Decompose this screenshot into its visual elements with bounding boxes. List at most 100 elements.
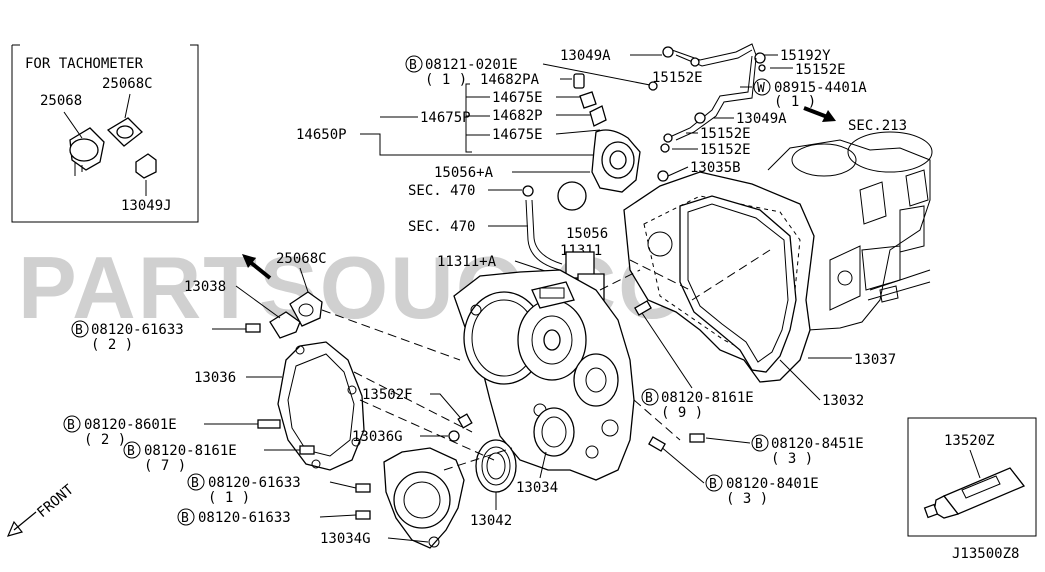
gasket-13032 [679, 195, 797, 373]
label-25068C-inset[interactable]: 25068C [102, 76, 153, 92]
label-13049J-inset[interactable]: 13049J [121, 198, 172, 214]
label-13042[interactable]: 13042 [470, 513, 512, 529]
diagram-code: J13500Z8 [952, 546, 1019, 562]
label-25068-inset[interactable]: 25068 [40, 93, 82, 109]
bolt-icon [355, 510, 371, 520]
label-13034G[interactable]: 13034G [320, 531, 371, 547]
center-labels: 13502F 13036G 13034 13042 B 08120-8161E … [352, 300, 896, 529]
bolt-marker-icon [405, 55, 423, 73]
label-13036G[interactable]: 13036G [352, 429, 403, 445]
label-08120-8401E[interactable]: 08120-8401E [726, 476, 819, 492]
label-13034[interactable]: 13034 [516, 480, 558, 496]
label-15056A[interactable]: 15056+A [434, 165, 494, 181]
bolt-marker-text: B [755, 437, 763, 452]
label-SEC470-b[interactable]: SEC. 470 [408, 219, 475, 235]
label-14675E-b[interactable]: 14675E [492, 127, 543, 143]
label-08120-8161E-b[interactable]: 08120-8161E [144, 443, 237, 459]
qty-08120-61633-b: ( 1 ) [208, 490, 250, 506]
label-14675E-a[interactable]: 14675E [492, 90, 543, 106]
bolt-marker-icon [705, 474, 723, 492]
oil-pump-assembly [573, 43, 766, 193]
label-08120-8161E-a[interactable]: 08120-8161E [661, 390, 754, 406]
bolt-icon [245, 323, 261, 333]
cover-13036 [277, 341, 365, 471]
label-14675P[interactable]: 14675P [420, 110, 471, 126]
front-arrow-icon [6, 511, 37, 537]
label-13032[interactable]: 13032 [822, 393, 864, 409]
tacho-drive-housing [63, 111, 105, 176]
label-15192Y[interactable]: 15192Y [780, 48, 831, 64]
washer-marker-text: W [757, 81, 765, 96]
bolt-marker-icon [123, 441, 141, 459]
label-08915-4401A[interactable]: 08915-4401A [774, 80, 867, 96]
front-label: FRONT [34, 481, 77, 521]
label-25068C-main[interactable]: 25068C [276, 251, 327, 267]
bolt-marker-text: B [181, 511, 189, 526]
qty-08120-8401E: ( 3 ) [726, 491, 768, 507]
label-15152E-c[interactable]: 15152E [700, 126, 751, 142]
seal-13034 [533, 407, 575, 457]
label-SEC470-a[interactable]: SEC. 470 [408, 183, 475, 199]
sec213-arrow-icon [803, 106, 836, 122]
label-13520Z[interactable]: 13520Z [944, 433, 995, 449]
bolt-marker-text: B [645, 391, 653, 406]
front-direction-arrow-icon [242, 254, 272, 280]
label-08120-61633-c[interactable]: 08120-61633 [198, 510, 291, 526]
label-15152E-d[interactable]: 15152E [700, 142, 751, 158]
label-13036[interactable]: 13036 [194, 370, 236, 386]
label-15152E-a[interactable]: 15152E [795, 62, 846, 78]
label-13502F[interactable]: 13502F [362, 387, 413, 403]
tacho-clip [135, 153, 157, 196]
label-08120-61633-b[interactable]: 08120-61633 [208, 475, 301, 491]
dowel-icon [448, 430, 460, 442]
bolt-icon [634, 300, 652, 316]
washer-marker-icon [753, 78, 771, 96]
qty-08915-4401A: ( 1 ) [774, 94, 816, 110]
bolt-marker-icon [63, 415, 81, 433]
left-labels: 25068C 13038 B 08120-61633 ( 2 ) 13036 B… [63, 251, 429, 547]
label-08120-8451E[interactable]: 08120-8451E [771, 436, 864, 452]
sealant-tube-icon [923, 467, 1026, 519]
bolt-marker-text: B [409, 58, 417, 73]
sealant-inset: 13520Z [907, 417, 1037, 537]
label-13038[interactable]: 13038 [184, 279, 226, 295]
bolt-icon [355, 483, 371, 493]
bolt-icon [648, 436, 666, 452]
dowel-pin-icon [457, 413, 473, 429]
bolt-marker-text: B [709, 477, 717, 492]
label-08120-8601E[interactable]: 08120-8601E [84, 417, 177, 433]
bolt-marker-text: B [127, 444, 135, 459]
label-14650P[interactable]: 14650P [296, 127, 347, 143]
qty-08120-8601E: ( 2 ) [84, 432, 126, 448]
bolt-icon [689, 433, 705, 443]
bolt-marker-text: B [67, 418, 75, 433]
front-indicator: FRONT [6, 481, 77, 537]
label-13037[interactable]: 13037 [854, 352, 896, 368]
label-SEC213[interactable]: SEC.213 [848, 118, 907, 134]
label-15056[interactable]: 15056 [566, 226, 608, 242]
label-13049A-mid[interactable]: 13049A [736, 111, 787, 127]
label-08120-61633-a[interactable]: 08120-61633 [91, 322, 184, 338]
alignment-lines [321, 249, 771, 471]
front-cover [453, 269, 635, 481]
qty-08120-8451E: ( 3 ) [771, 451, 813, 467]
label-14682PA[interactable]: 14682PA [480, 72, 540, 88]
label-13049A-top[interactable]: 13049A [560, 48, 611, 64]
tachometer-title: FOR TACHOMETER [25, 56, 144, 72]
tacho-gasket [106, 93, 143, 147]
bolt-marker-icon [177, 508, 195, 526]
label-14682P[interactable]: 14682P [492, 108, 543, 124]
qty-08120-8161E-a: ( 9 ) [661, 405, 703, 421]
label-11311A[interactable]: 11311+A [437, 254, 497, 270]
top-labels: 13049A 15192Y 15152E B 08121-0201E ( 1 )… [296, 48, 907, 273]
engine-block [767, 131, 933, 331]
bolt-marker-icon [751, 434, 769, 452]
label-08121-0201E[interactable]: 08121-0201E [425, 57, 518, 73]
bolt-marker-icon [187, 473, 205, 491]
tachometer-inset: FOR TACHOMETER 25068C 25068 13049J [11, 44, 199, 223]
qty-08120-61633-a: ( 2 ) [91, 337, 133, 353]
label-15152E-b[interactable]: 15152E [652, 70, 703, 86]
bolt-marker-icon [71, 320, 89, 338]
bolt-icon [257, 419, 281, 429]
